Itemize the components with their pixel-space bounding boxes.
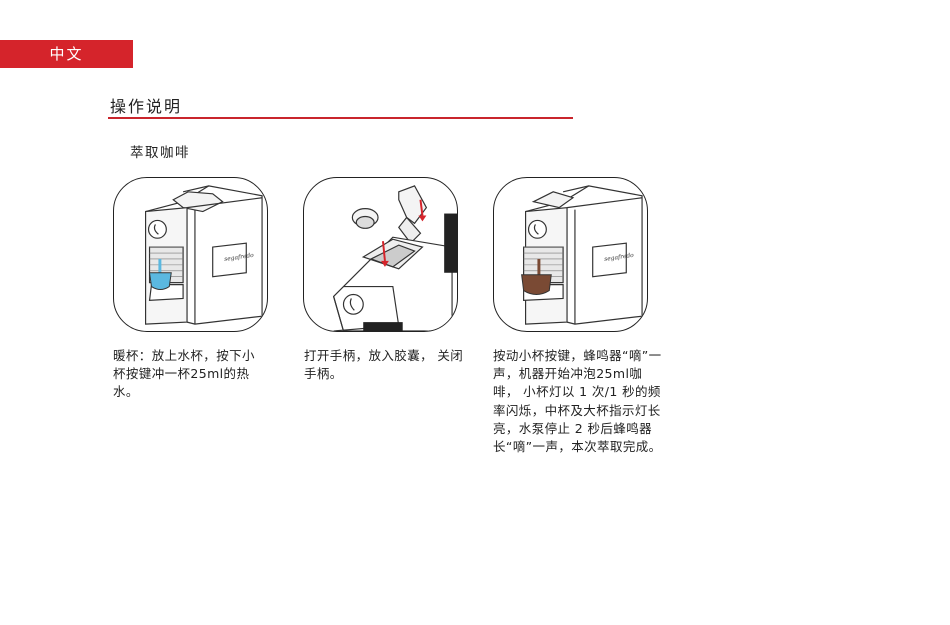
machine-water-cup-icon: segafredo [114,178,267,331]
subsection-title: 萃取咖啡 [130,141,190,161]
step-2-text: 打开手柄，放入胶囊， 关闭手柄。 [304,347,469,383]
section-divider [108,117,573,119]
step-1-text: 暖杯：放上水杯，按下小杯按键冲一杯25ml的热水。 [113,347,263,402]
step-1-illustration: segafredo [113,177,268,332]
language-tab: 中文 [0,40,133,68]
step-2-illustration [303,177,458,332]
machine-brewing-coffee-icon: segafredo [494,178,647,331]
section-title: 操作说明 [110,93,182,117]
open-handle-capsule-icon [304,178,457,331]
step-3-text: 按动小杯按键，蜂鸣器“嘀”一声，机器开始冲泡25ml咖啡， 小杯灯以 1 次/1… [493,347,665,456]
step-3-illustration: segafredo [493,177,648,332]
